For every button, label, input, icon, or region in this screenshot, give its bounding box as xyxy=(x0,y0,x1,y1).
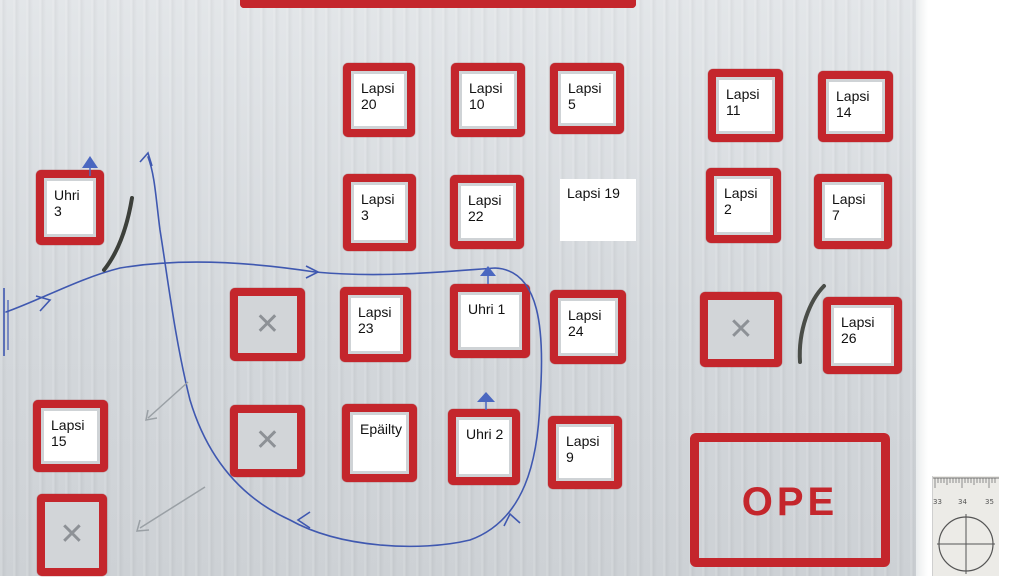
desk-number: 23 xyxy=(358,320,374,336)
desk-number: 26 xyxy=(841,330,857,346)
desk-number: 22 xyxy=(468,208,484,224)
desk-label: Lapsi xyxy=(361,80,395,96)
desk-label: Lapsi xyxy=(469,80,503,96)
desk-card: Uhri 1 xyxy=(461,295,519,347)
desk-label: Uhri 1 xyxy=(468,301,506,317)
desk-card: Lapsi 24 xyxy=(561,301,615,353)
desk-number: 20 xyxy=(361,96,377,112)
desk-label: Lapsi xyxy=(358,304,392,320)
teacher-desk-label: OPE xyxy=(741,480,839,524)
empty-desk[interactable]: ✕ xyxy=(700,292,782,367)
desk-lapsi-20[interactable]: Lapsi 20 xyxy=(343,63,415,137)
empty-desk[interactable]: ✕ xyxy=(230,288,305,361)
desk-label: Lapsi xyxy=(568,307,602,323)
desk-card: Lapsi 9 xyxy=(559,427,611,478)
desk-card: Epäilty xyxy=(353,415,406,471)
desk-label: Lapsi xyxy=(566,433,600,449)
scale-ruler xyxy=(933,477,999,574)
desk-number: 15 xyxy=(51,433,67,449)
desk-lapsi-14[interactable]: Lapsi 14 xyxy=(818,71,893,142)
desk-label: Lapsi xyxy=(841,314,875,330)
desk-card: Lapsi 11 xyxy=(719,80,772,131)
board-edge xyxy=(916,0,928,576)
desk-label: Lapsi xyxy=(832,191,866,207)
desk-label: Lapsi 19 xyxy=(567,185,620,201)
teacher-desk[interactable]: OPE xyxy=(690,433,890,567)
desk-number: 10 xyxy=(469,96,485,112)
desk-lapsi-24[interactable]: Lapsi 24 xyxy=(550,290,626,364)
desk-card: Lapsi 5 xyxy=(561,74,613,123)
scale-card: 33 34 35 xyxy=(932,476,999,576)
desk-card: Uhri 2 xyxy=(459,420,509,474)
desk-card: Lapsi 15 xyxy=(44,411,97,461)
desk-label: Epäilty xyxy=(360,421,403,437)
cross-icon: ✕ xyxy=(254,423,281,458)
desk-card: Lapsi 23 xyxy=(351,298,400,351)
desk-number: 14 xyxy=(836,104,852,120)
desk-card: Lapsi 22 xyxy=(461,186,513,238)
desk-card: Lapsi 10 xyxy=(462,74,514,126)
desk-card: Lapsi 14 xyxy=(829,82,882,131)
desk-card: Lapsi 3 xyxy=(354,185,405,240)
scale-tick-label: 35 xyxy=(985,498,994,506)
desk-number: 2 xyxy=(724,201,732,217)
desk-uhri-3[interactable]: Uhri 3 xyxy=(36,170,104,245)
empty-desk[interactable]: ✕ xyxy=(37,494,107,576)
desk-number: 5 xyxy=(568,96,576,112)
desk-lapsi-19[interactable]: Lapsi 19 xyxy=(560,179,636,241)
desk-lapsi-2[interactable]: Lapsi 2 xyxy=(706,168,781,243)
desk-card: Lapsi 2 xyxy=(717,179,770,232)
empty-desk[interactable]: ✕ xyxy=(230,405,305,477)
desk-number: 9 xyxy=(566,449,574,465)
desk-lapsi-22[interactable]: Lapsi 22 xyxy=(450,175,524,249)
desk-number: 11 xyxy=(726,102,741,118)
desk-lapsi-11[interactable]: Lapsi 11 xyxy=(708,69,783,142)
cross-icon: ✕ xyxy=(728,311,754,347)
desk-lapsi-7[interactable]: Lapsi 7 xyxy=(814,174,892,249)
desk-number: 24 xyxy=(568,323,584,339)
cross-icon: ✕ xyxy=(254,306,281,342)
top-desk-edge xyxy=(240,0,636,8)
desk-card: Lapsi 26 xyxy=(834,308,891,363)
desk-label: Lapsi xyxy=(724,185,758,201)
desk-lapsi-23[interactable]: Lapsi 23 xyxy=(340,287,411,362)
desk-label: Lapsi xyxy=(568,80,602,96)
desk-epailty[interactable]: Epäilty xyxy=(342,404,417,482)
cross-icon: ✕ xyxy=(59,517,85,552)
desk-lapsi-3[interactable]: Lapsi 3 xyxy=(343,174,416,251)
desk-number: 7 xyxy=(832,207,840,223)
desk-label: Lapsi xyxy=(836,88,870,104)
desk-card: Lapsi 7 xyxy=(825,185,881,238)
desk-lapsi-15[interactable]: Lapsi 15 xyxy=(33,400,108,472)
desk-label: Lapsi xyxy=(726,86,760,102)
desk-number: 3 xyxy=(361,207,369,223)
desk-label: Lapsi xyxy=(51,417,85,433)
desk-lapsi-26[interactable]: Lapsi 26 xyxy=(823,297,902,374)
desk-uhri-2[interactable]: Uhri 2 xyxy=(448,409,520,485)
desk-uhri-1[interactable]: Uhri 1 xyxy=(450,284,530,358)
desk-label: Lapsi xyxy=(468,192,502,208)
desk-number: 3 xyxy=(54,203,62,219)
desk-card: Lapsi 20 xyxy=(354,74,404,126)
desk-card: Uhri 3 xyxy=(47,181,93,234)
desk-lapsi-5[interactable]: Lapsi 5 xyxy=(550,63,624,134)
desk-label: Lapsi xyxy=(361,191,395,207)
scale-tick-label: 34 xyxy=(958,498,967,506)
desk-lapsi-10[interactable]: Lapsi 10 xyxy=(451,63,525,137)
desk-label: Uhri 2 xyxy=(466,426,504,442)
desk-lapsi-9[interactable]: Lapsi 9 xyxy=(548,416,622,489)
desk-label: Uhri xyxy=(54,187,80,203)
scale-tick-label: 33 xyxy=(933,498,942,506)
